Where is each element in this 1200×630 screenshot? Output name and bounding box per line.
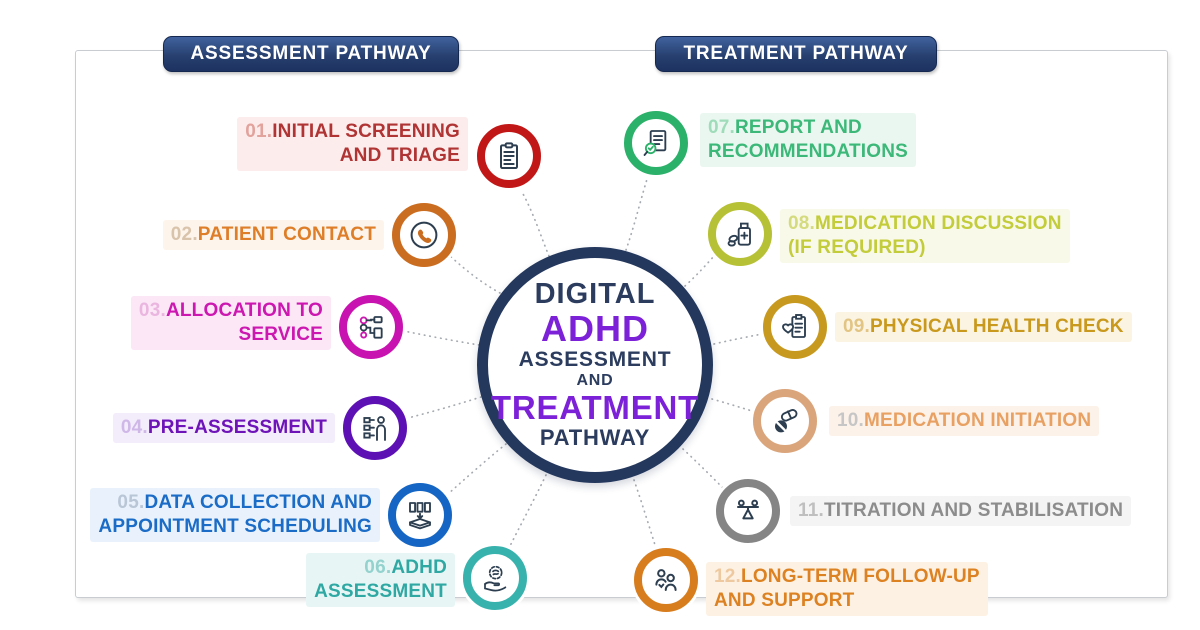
step-text: LONG-TERM FOLLOW-UP bbox=[741, 566, 980, 587]
step-number: 05. bbox=[117, 492, 145, 513]
phone-icon bbox=[410, 221, 438, 249]
step-12-icon-ring bbox=[634, 548, 698, 612]
step-text-line2: RECOMMENDATIONS bbox=[708, 141, 909, 162]
step-number: 03. bbox=[138, 300, 166, 321]
step-text: MEDICATION DISCUSSION bbox=[815, 213, 1062, 234]
step-07-label: 07.REPORT AND RECOMMENDATIONS bbox=[700, 113, 917, 167]
step-06-label: 06.ADHD ASSESSMENT bbox=[306, 553, 455, 607]
center-title-digital: DIGITAL bbox=[534, 278, 656, 311]
people-support-icon bbox=[655, 569, 677, 591]
center-title-pathway: PATHWAY bbox=[539, 425, 651, 451]
step-text-line2: AND SUPPORT bbox=[714, 590, 855, 611]
step-text: PATIENT CONTACT bbox=[197, 224, 376, 245]
step-number: 11. bbox=[798, 500, 824, 521]
step-text: ALLOCATION TO bbox=[165, 300, 323, 321]
step-04-label: 04.PRE-ASSESSMENT bbox=[112, 413, 335, 443]
center-title-assessment: ASSESSMENT bbox=[518, 347, 672, 371]
step-12-label: 12.LONG-TERM FOLLOW-UP AND SUPPORT bbox=[706, 562, 988, 616]
step-text: MEDICATION INITIATION bbox=[864, 410, 1092, 431]
step-10-icon-ring bbox=[753, 389, 817, 453]
step-09-icon-ring bbox=[763, 295, 827, 359]
step-text: REPORT AND bbox=[735, 117, 862, 138]
step-number: 08. bbox=[788, 213, 816, 234]
step-text: DATA COLLECTION AND bbox=[144, 492, 372, 513]
step-number: 06. bbox=[364, 557, 392, 578]
clipboard-checklist-icon bbox=[500, 142, 518, 169]
medicine-bottle-icon bbox=[727, 222, 751, 247]
hand-brain-icon bbox=[484, 565, 507, 592]
pills-icon bbox=[774, 409, 798, 433]
step-number: 12. bbox=[714, 566, 742, 587]
step-number: 07. bbox=[708, 117, 736, 138]
step-07-icon-ring bbox=[624, 111, 688, 175]
step-text: PRE-ASSESSMENT bbox=[147, 417, 327, 438]
step-05-icon-ring bbox=[388, 483, 452, 547]
step-11-label: 11.TITRATION AND STABILISATION bbox=[790, 496, 1132, 526]
step-08-icon-ring bbox=[708, 202, 772, 266]
balance-scale-icon bbox=[737, 499, 759, 520]
step-text: TITRATION AND STABILISATION bbox=[823, 500, 1124, 521]
clipboard-heart-icon bbox=[782, 314, 806, 338]
step-09-label: 09.PHYSICAL HEALTH CHECK bbox=[835, 312, 1132, 342]
step-03-label: 03.ALLOCATION TO SERVICE bbox=[130, 296, 331, 350]
step-01-icon-ring bbox=[477, 124, 541, 188]
step-number: 09. bbox=[843, 316, 871, 337]
step-01-label: 01.INITIAL SCREENING AND TRIAGE bbox=[237, 117, 468, 171]
step-text-line2: APPOINTMENT SCHEDULING bbox=[98, 516, 372, 537]
center-title-adhd: ADHD bbox=[541, 307, 649, 349]
step-text: ADHD bbox=[391, 557, 447, 578]
center-title-treatment: TREATMENT bbox=[490, 389, 700, 427]
step-02-icon-ring bbox=[392, 203, 456, 267]
step-text-line2: SERVICE bbox=[238, 324, 323, 345]
step-text: INITIAL SCREENING bbox=[272, 121, 460, 142]
step-number: 02. bbox=[170, 224, 198, 245]
step-text: PHYSICAL HEALTH CHECK bbox=[870, 316, 1124, 337]
step-text-line2: ASSESSMENT bbox=[314, 581, 447, 602]
step-05-label: 05.DATA COLLECTION AND APPOINTMENT SCHED… bbox=[90, 488, 380, 542]
step-10-label: 10.MEDICATION INITIATION bbox=[829, 406, 1100, 436]
step-number: 10. bbox=[837, 410, 865, 431]
step-06-icon-ring bbox=[463, 546, 527, 610]
step-04-icon-ring bbox=[343, 396, 407, 460]
assessment-pathway-header: ASSESSMENT PATHWAY bbox=[163, 36, 459, 72]
workflow-allocation-icon bbox=[359, 316, 383, 339]
central-title-circle: DIGITAL ADHD ASSESSMENT AND TREATMENT PA… bbox=[477, 247, 713, 483]
step-number: 01. bbox=[245, 121, 273, 142]
center-title-and: AND bbox=[576, 371, 614, 389]
step-03-icon-ring bbox=[339, 295, 403, 359]
step-text-line2: AND TRIAGE bbox=[339, 145, 460, 166]
report-magnifier-icon bbox=[643, 130, 667, 156]
step-11-icon-ring bbox=[716, 479, 780, 543]
treatment-pathway-header: TREATMENT PATHWAY bbox=[655, 36, 937, 72]
step-08-label: 08.MEDICATION DISCUSSION (IF REQUIRED) bbox=[780, 209, 1070, 263]
step-02-label: 02.PATIENT CONTACT bbox=[162, 220, 384, 250]
step-number: 04. bbox=[120, 417, 148, 438]
person-checklist-icon bbox=[363, 416, 386, 441]
data-archive-icon bbox=[409, 502, 431, 530]
step-text-line2: (IF REQUIRED) bbox=[788, 237, 926, 258]
